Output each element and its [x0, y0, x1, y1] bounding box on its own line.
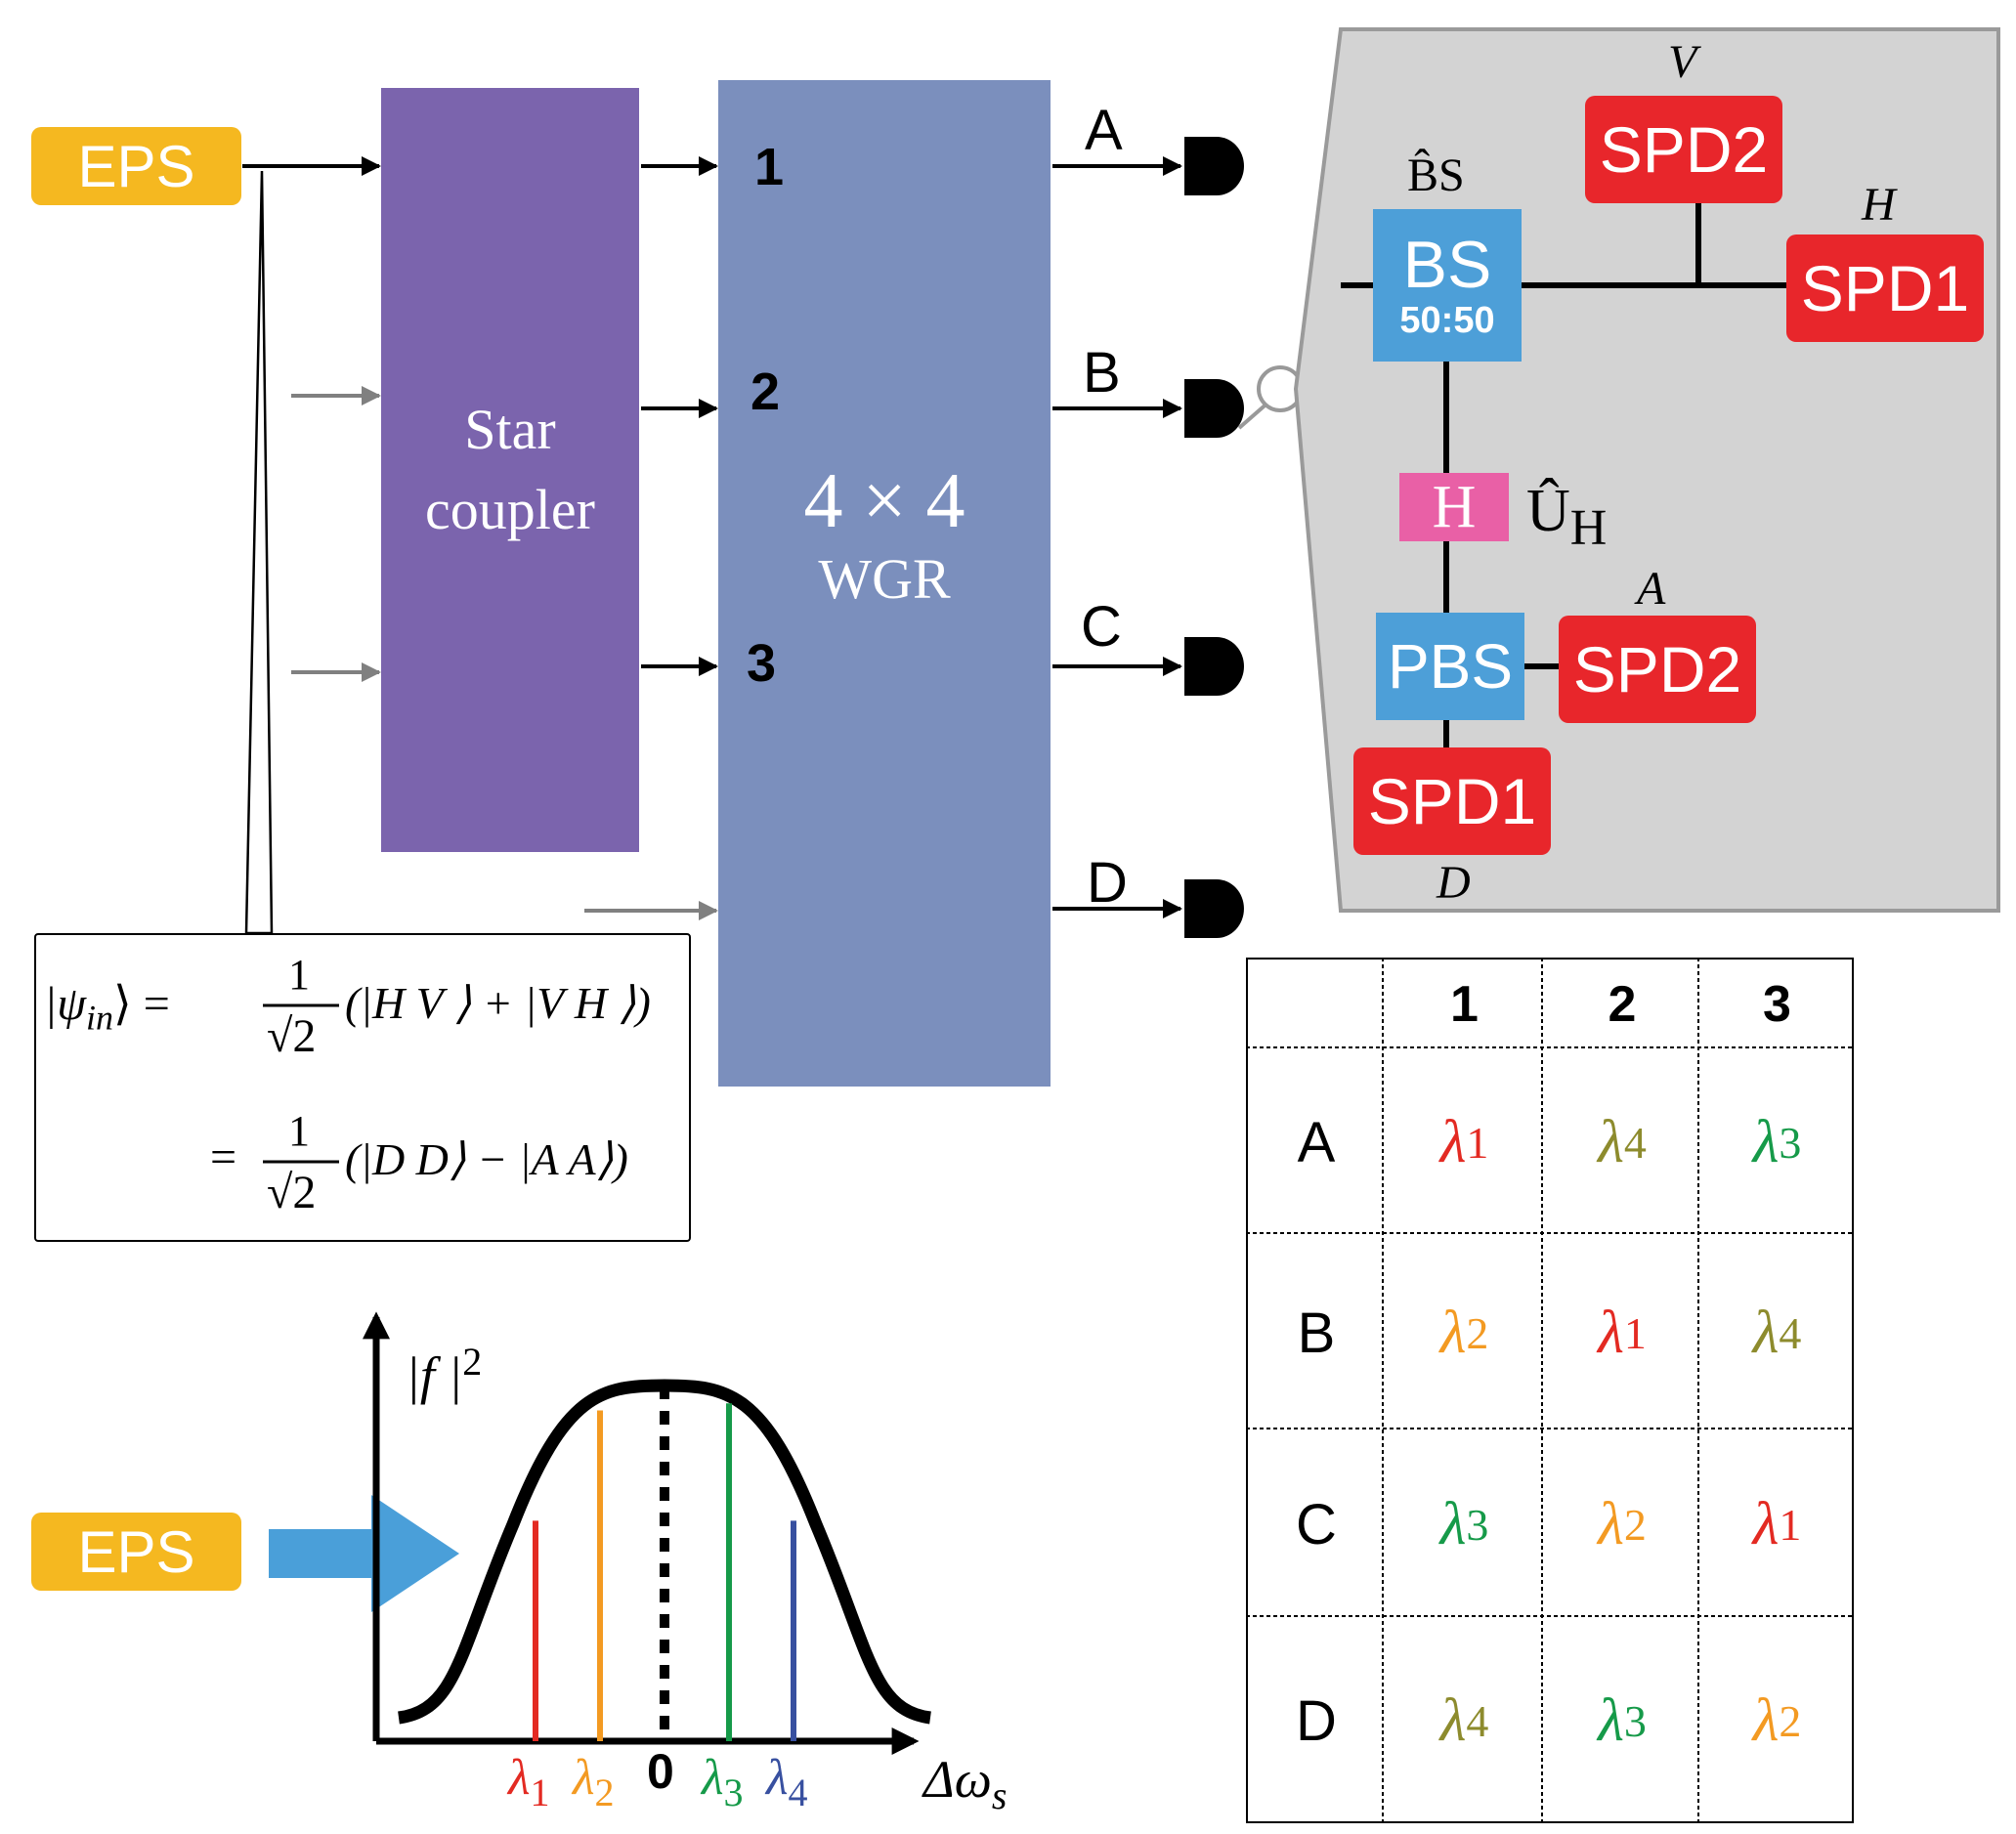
frac-num-2: 1 [288, 1107, 310, 1155]
spectrum-xlabel: Δωs [923, 1749, 1007, 1818]
wgr-label: WGR [818, 547, 951, 611]
wgr-size: 4 × 4 [803, 458, 965, 544]
spectrum-line-label-4: λ4 [766, 1750, 808, 1814]
bs-ratio: 50:50 [1399, 299, 1495, 341]
beam-splitter: BS 50:50 [1373, 209, 1522, 362]
spectrum-line-label-2: λ2 [573, 1750, 615, 1814]
input-port-1: 1 [754, 138, 785, 196]
frac-den-1: √2 [267, 1010, 317, 1062]
spectrum-line-label-1: λ1 [508, 1750, 550, 1814]
spectrum-zero-label: 0 [647, 1744, 674, 1799]
polarizing-beam-splitter: PBS [1376, 613, 1524, 720]
spd2-mid: SPD2 [1559, 616, 1756, 723]
eps-pump-label: EPS [31, 1513, 241, 1591]
v-label: V [1668, 36, 1697, 88]
spd1-right: SPD1 [1786, 235, 1984, 342]
table-grid [1246, 958, 1854, 1823]
detector-a-icon [1184, 137, 1244, 195]
input-port-2: 2 [751, 363, 781, 421]
state-lhs: |ψin⟩ = [44, 976, 170, 1039]
unitary-label: ÛH [1526, 477, 1607, 557]
state-equals-1: ⟩ = [113, 978, 170, 1030]
bs-operator-label: B̂S [1407, 149, 1465, 201]
table-row-label: A [1297, 1110, 1336, 1174]
wgr-block: 4 × 4 WGR [718, 80, 1051, 1087]
a-label: A [1637, 563, 1666, 615]
input-port-3: 3 [747, 634, 777, 693]
spectrum-xlabel-text: Δω [923, 1750, 992, 1809]
unitary-subscript: H [1569, 500, 1608, 556]
fraction-bars [263, 1003, 339, 1164]
spectrum-ylabel-text: |f | [406, 1346, 463, 1405]
input-state-box: |ψin⟩ = 1 √2 (|H V ⟩ + |V H ⟩) = 1 √2 (|… [34, 933, 691, 1242]
spectrum-xlabel-sub: s [991, 1772, 1008, 1817]
star-coupler: Star coupler [381, 88, 639, 852]
table-column-header: 3 [1763, 976, 1791, 1033]
state-equals-2: = [210, 1131, 237, 1183]
pump-arrow-icon [269, 1495, 459, 1612]
frac-den-2: √2 [267, 1167, 317, 1218]
output-port-d: D [1087, 851, 1128, 915]
half-wave-plate: H [1399, 473, 1509, 541]
star-coupler-line2: coupler [425, 478, 595, 541]
table-column-header: 1 [1450, 976, 1479, 1033]
spd1-bottom: SPD1 [1353, 747, 1551, 855]
table-row-label: D [1296, 1688, 1337, 1753]
detector-c-icon [1184, 637, 1244, 696]
state-line1: (|H V ⟩ + |V H ⟩) [345, 978, 651, 1028]
h-label: H [1862, 179, 1896, 231]
state-psi: |ψ [44, 978, 87, 1030]
spectrum-line-label-3: λ3 [702, 1750, 744, 1814]
table-column-header: 2 [1608, 976, 1637, 1033]
bs-label: BS [1402, 227, 1492, 302]
unitary-symbol: Û [1526, 478, 1570, 544]
eps-source-label: EPS [31, 127, 241, 205]
output-port-c: C [1081, 595, 1122, 659]
spectrum-ylabel-sup: 2 [462, 1340, 483, 1384]
detector-b-icon [1184, 379, 1244, 438]
output-port-b: B [1083, 341, 1121, 405]
frac-num-1: 1 [288, 951, 310, 999]
spd2-top: SPD2 [1585, 96, 1782, 203]
star-coupler-line1: Star [464, 398, 556, 461]
d-label: D [1437, 857, 1471, 909]
state-psi-subscript: in [86, 998, 114, 1038]
table-row-label: C [1296, 1492, 1337, 1557]
output-port-a: A [1085, 99, 1123, 162]
detector-d-icon [1184, 879, 1244, 938]
state-line2: (|D D⟩ − |A A⟩) [345, 1134, 628, 1184]
spectrum-ylabel: |f |2 [406, 1339, 482, 1406]
table-row-label: B [1297, 1301, 1336, 1365]
